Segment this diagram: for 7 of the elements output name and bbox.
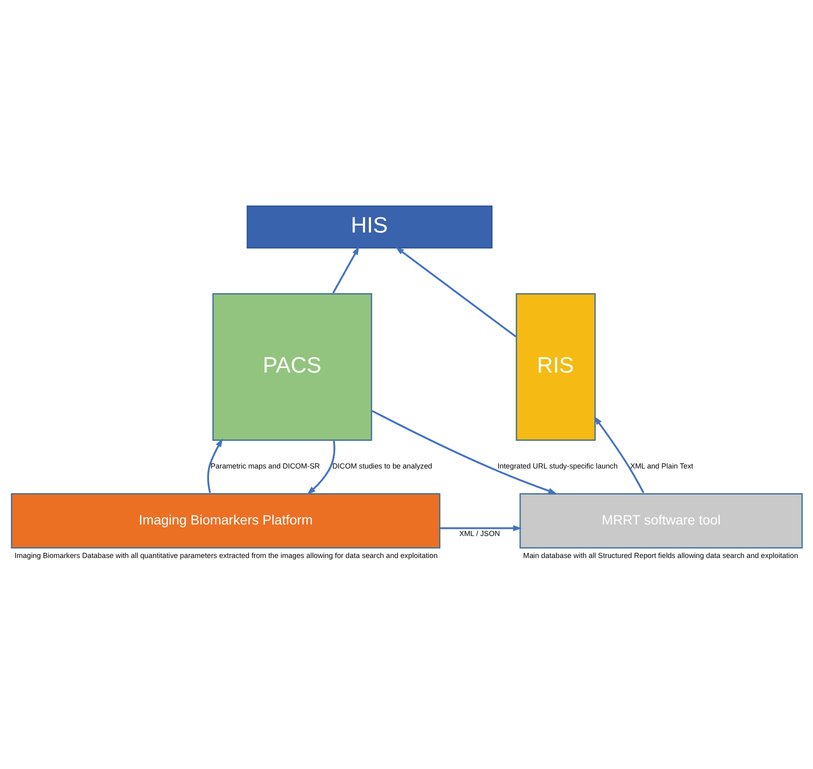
arrow	[207, 438, 223, 494]
arrow	[440, 525, 522, 532]
arrow	[594, 416, 644, 494]
arrow	[332, 246, 360, 294]
arrow	[395, 246, 516, 338]
arrow	[372, 410, 557, 494]
arrow	[306, 440, 336, 495]
